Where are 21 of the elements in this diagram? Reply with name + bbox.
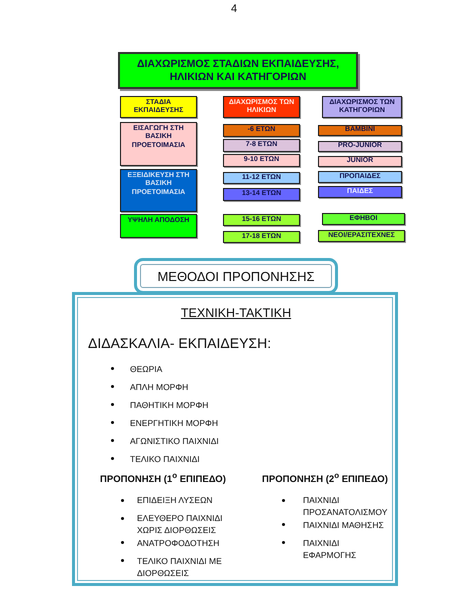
page-number: 4 — [230, 3, 238, 15]
content-panel — [72, 292, 398, 586]
title-banner: ΔΙΑΧΩΡΙΣΜΟΣ ΣΤΑΔΙΩΝ ΕΚΠΑΙΔΕΥΣΗΣ, ΗΛΙΚΙΩΝ ΚΑΙ ΚΑΤΗΓΟΡΙΩΝ — [118, 52, 358, 89]
column-heading: ΠΡΟΠΟΝΗΣΗ (2$^{ο}$ ΕΠΙΠΕΔΟ) — [262, 470, 388, 486]
list-item: ΘΕΩΡΙΑ — [130, 362, 162, 376]
list-item: ΠΑΙΧΝΙΔΙ ΠΡΟΣΑΝΑΤΟΛΙΣΜΟΥ — [303, 494, 388, 519]
list-item: ΑΠΛΗ ΜΟΡΦΗ — [130, 380, 188, 394]
list-item: ΠΑΘΗΤΙΚΗ ΜΟΡΦΗ — [130, 398, 208, 412]
list-item: ΑΓΩΝΙΣΤΙΚΟ ΠΑΙΧΝΙΔΙ — [130, 434, 219, 448]
list-item: ΕΛΕΥΘΕΡΟ ΠΑΙΧΝΙΔΙ ΧΩΡΙΣ ΔΙΟΡΘΩΣΕΙΣ — [137, 512, 224, 537]
list-item: ΠΑΙΧΝΙΔΙ ΜΑΘΗΣΗΣ — [303, 518, 384, 531]
list-item: ΤΕΛΙΚΟ ΠΑΙΧΝΙΔΙ — [130, 452, 200, 466]
panel-heading: ΤΕΧΝΙΚΗ-ΤΑΚΤΙΚΗ — [180, 306, 292, 320]
list-item: ΕΝΕΡΓΗΤΙΚΗ ΜΟΡΦΗ — [130, 416, 218, 430]
column-heading: ΠΡΟΠΟΝΗΣΗ (1$^{ο}$ ΕΠΙΠΕΔΟ) — [100, 470, 226, 486]
list-item: ΤΕΛΙΚΟ ΠΑΙΧΝΙΔΙ ΜΕ ΔΙΟΡΘΩΣΕΙΣ — [137, 554, 223, 580]
rounded-heading-box: ΜΕΘΟΔΟΙ ΠΡΟΠΟΝΗΣΗΣ — [134, 258, 338, 294]
list-item: ΕΠΙΔΕΙΞΗ ΛΥΣΕΩΝ — [137, 494, 213, 506]
section-heading: ΔΙΔΑΣΚΑΛΙΑ- ΕΚΠΑΙΔΕΥΣΗ: — [88, 335, 272, 352]
list-item: ΑΝΑΤΡΟΦΟΔΟΤΗΣΗ — [137, 536, 220, 549]
list-item: ΠΑΙΧΝΙΔΙ ΕΦΑΡΜΟΓΗΣ — [303, 536, 358, 562]
